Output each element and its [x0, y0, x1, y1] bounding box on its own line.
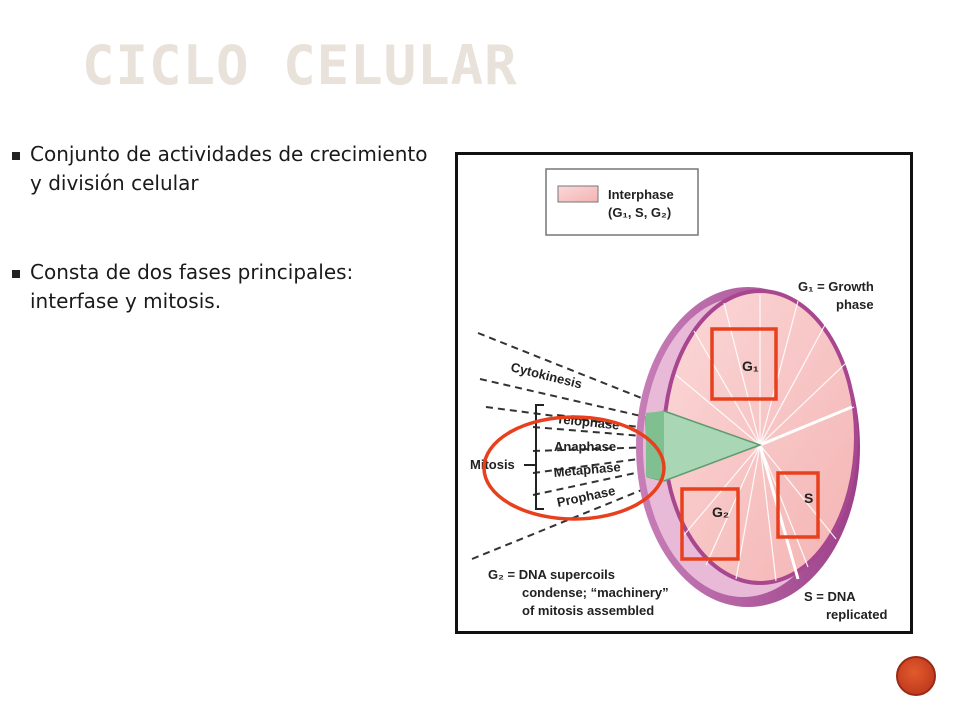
bullet-item: Conjunto de actividades de crecimiento y… [10, 140, 440, 198]
cell-cycle-diagram: Interphase (G₁, S, G₂) [455, 152, 913, 634]
note-s-line1: S = DNA [804, 589, 856, 604]
legend-line2: (G₁, S, G₂) [608, 205, 671, 220]
square-bullet-icon [12, 152, 20, 160]
note-g1-line2: phase [836, 297, 874, 312]
note-s-line2: replicated [826, 607, 887, 622]
slide-nav-button[interactable] [896, 656, 936, 696]
highlight-marks [482, 327, 820, 561]
note-g1-line1: G₁ = Growth [798, 279, 874, 294]
cell-cycle-figure: Interphase (G₁, S, G₂) [470, 168, 887, 622]
mitosis-bracket [535, 404, 544, 510]
note-g2-line1: G₂ = DNA supercoils [488, 567, 615, 582]
square-bullet-icon [12, 270, 20, 278]
label-anaphase: Anaphase [554, 439, 616, 454]
disk-spokes [675, 295, 855, 582]
label-g1: G₁ [742, 358, 759, 374]
bullet-item: Consta de dos fases principales: interfa… [10, 258, 440, 316]
slide-title: CICLO CELULAR [82, 34, 518, 97]
legend-swatch [557, 185, 599, 203]
label-prophase: Prophase [556, 483, 617, 510]
label-metaphase: Metaphase [553, 459, 621, 480]
g2-highlight-box [680, 487, 740, 561]
bullet-text: Consta de dos fases principales: interfa… [30, 260, 354, 313]
label-g2: G₂ [712, 504, 729, 520]
label-cytokinesis: Cytokinesis [509, 359, 583, 391]
note-g2-line3: of mitosis assembled [522, 603, 654, 618]
label-s: S [804, 490, 813, 506]
g1-highlight-box [710, 327, 778, 401]
legend-line1: Interphase [608, 187, 674, 202]
s-highlight-box [776, 471, 820, 539]
note-g2-line2: condense; “machinery” [522, 585, 669, 600]
label-mitosis: Mitosis [470, 457, 515, 472]
mitosis-highlight-ellipse [482, 415, 666, 521]
bullet-text: Conjunto de actividades de crecimiento y… [30, 142, 428, 195]
